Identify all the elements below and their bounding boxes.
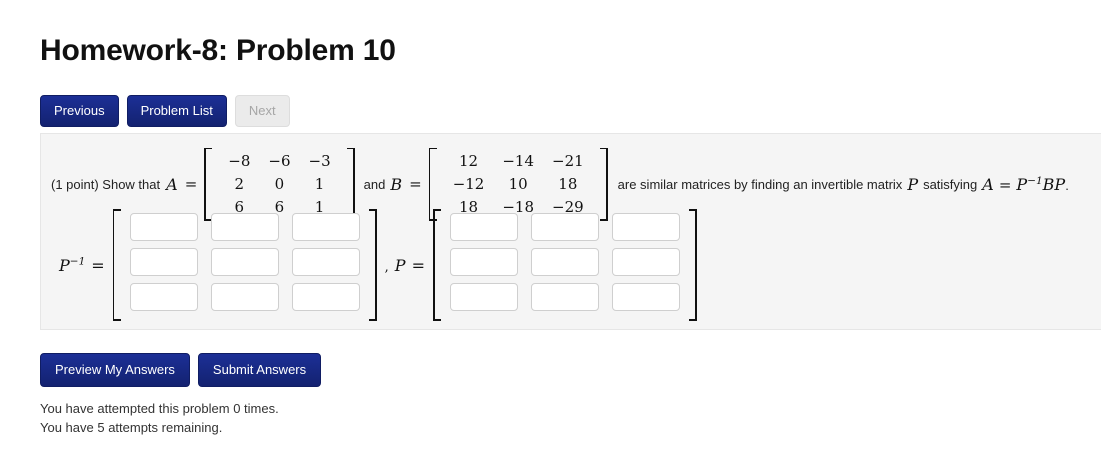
p-inverse-matrix (112, 209, 377, 321)
p-inverse-exponent: −1 (69, 255, 86, 268)
problem-statement: (1 point) Show that A = −8 −6 −3 2 0 1 6… (51, 147, 1069, 221)
matrix-cell: 10 (508, 174, 528, 193)
bracket-left-icon (428, 147, 438, 221)
p-equals: = (411, 255, 425, 275)
problem-panel: (1 point) Show that A = −8 −6 −3 2 0 1 6… (40, 133, 1101, 330)
matrix-cell: 1 (314, 197, 325, 216)
bracket-left-icon (204, 147, 213, 221)
equation-exponent: −1 (1027, 174, 1043, 187)
matrix-a-symbol: A (166, 174, 178, 194)
matrix-cell: −3 (308, 151, 331, 170)
preview-answers-button[interactable]: Preview My Answers (40, 353, 190, 387)
p-inverse-label: P−1 = (51, 256, 113, 275)
p-inverse-input-r3c3[interactable] (291, 283, 360, 311)
p-input-r1c1[interactable] (449, 213, 518, 241)
p-inverse-input-r1c2[interactable] (210, 213, 279, 241)
matrix-separator: , (384, 259, 389, 275)
bracket-right-icon (599, 147, 608, 221)
p-input-r2c2[interactable] (530, 248, 599, 276)
answer-area: P−1= ,P= (51, 209, 697, 321)
bracket-right-icon (688, 209, 697, 321)
navigation-bar: Previous Problem List Next (40, 95, 290, 127)
conjunction-label: and (363, 176, 386, 192)
p-input-r3c1[interactable] (449, 283, 518, 311)
matrix-cell: −8 (228, 151, 251, 170)
matrix-cell: 6 (274, 197, 285, 216)
matrix-cell: −14 (502, 151, 534, 170)
similarity-equation: A=P−1BP. (982, 175, 1069, 194)
p-inverse-input-grid (122, 209, 368, 321)
matrix-b: 12 −14 −21 −12 10 18 18 −18 −29 (428, 147, 608, 221)
attempts-remaining-text: You have 5 attempts remaining. (40, 420, 223, 435)
matrix-cell: −6 (268, 151, 291, 170)
attempt-status: You have attempted this problem 0 times.… (40, 399, 279, 437)
attempts-used-text: You have attempted this problem 0 times. (40, 401, 279, 416)
bracket-left-icon (112, 209, 122, 321)
equation-equals: = (998, 175, 1012, 194)
matrix-cell: 0 (274, 174, 285, 193)
equation-p: P (1016, 174, 1028, 194)
matrix-cell: 2 (234, 174, 245, 193)
previous-button[interactable]: Previous (40, 95, 119, 127)
matrix-cell: −12 (452, 174, 485, 193)
p-input-r1c3[interactable] (611, 213, 680, 241)
matrix-cell: 18 (558, 174, 578, 193)
equals-sign-a: = (184, 175, 198, 193)
matrix-cell: 1 (314, 174, 325, 193)
p-inverse-input-r3c1[interactable] (129, 283, 198, 311)
page-title: Homework-8: Problem 10 (40, 34, 396, 67)
p-inverse-input-r1c1[interactable] (129, 213, 198, 241)
bracket-right-icon (368, 209, 377, 321)
p-input-r3c3[interactable] (611, 283, 680, 311)
matrix-a-grid: −8 −6 −3 2 0 1 6 6 1 (213, 148, 345, 221)
bracket-left-icon (432, 209, 442, 321)
p-inverse-input-r3c2[interactable] (210, 283, 279, 311)
submit-answers-button[interactable]: Submit Answers (197, 353, 322, 387)
p-inverse-input-r1c3[interactable] (291, 213, 360, 241)
p-input-grid (442, 209, 688, 321)
matrix-cell: −18 (502, 197, 534, 216)
p-inverse-input-r2c3[interactable] (291, 248, 360, 276)
p-base: P (394, 255, 406, 275)
p-input-r1c2[interactable] (530, 213, 599, 241)
matrix-b-grid: 12 −14 −21 −12 10 18 18 −18 −29 (438, 148, 599, 221)
tail-text-2: satisfying (923, 176, 978, 192)
p-inverse-input-r2c2[interactable] (210, 248, 279, 276)
tail-text: are similar matrices by finding an inver… (617, 176, 903, 192)
equals-sign-b: = (409, 175, 422, 193)
matrix-b-symbol: B (390, 174, 403, 194)
matrix-cell: 12 (458, 151, 479, 170)
equation-bp: BP (1042, 174, 1066, 194)
equation-lhs: A (982, 174, 994, 194)
p-label: , P= (377, 256, 433, 275)
matrix-cell: −21 (552, 151, 584, 170)
p-inverse-input-r2c1[interactable] (129, 248, 198, 276)
p-matrix (432, 209, 697, 321)
matrix-cell: −29 (552, 197, 584, 216)
matrix-a: −8 −6 −3 2 0 1 6 6 1 (204, 147, 355, 221)
points-label: (1 point) Show that (51, 176, 161, 192)
problem-list-button[interactable]: Problem List (126, 95, 227, 127)
matrix-cell: 6 (234, 197, 245, 216)
next-button: Next (234, 95, 290, 127)
p-input-r3c2[interactable] (530, 283, 599, 311)
p-input-r2c1[interactable] (449, 248, 518, 276)
equation-period: . (1065, 177, 1069, 193)
p-inverse-base: P (59, 255, 70, 275)
matrix-p-symbol: P (907, 174, 919, 194)
action-bar: Preview My Answers Submit Answers (40, 353, 322, 387)
matrix-cell: 18 (458, 197, 479, 216)
p-input-r2c3[interactable] (611, 248, 680, 276)
p-inverse-equals: = (91, 255, 105, 275)
